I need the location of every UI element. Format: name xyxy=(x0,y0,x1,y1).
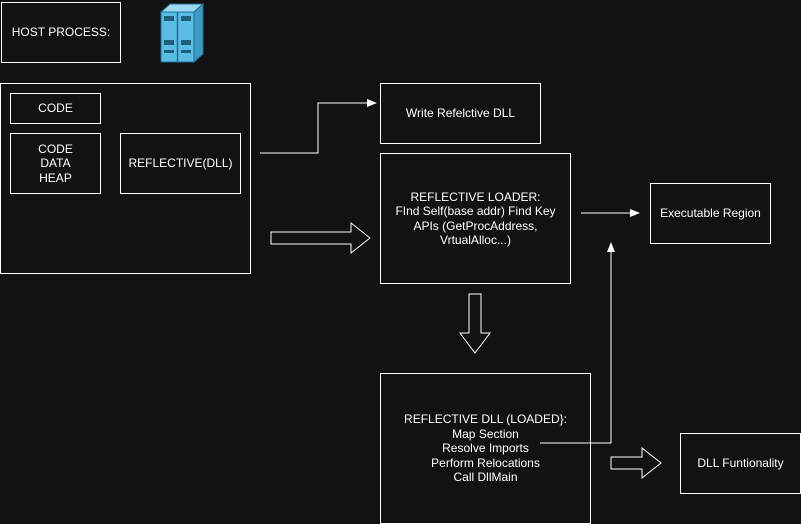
write-connector-arrow xyxy=(260,99,377,154)
loader-block-arrow xyxy=(270,221,371,255)
code-box-label: CODE xyxy=(38,101,73,116)
code-box: CODE xyxy=(10,93,101,124)
executable-region-box: Executable Region xyxy=(650,183,771,244)
write-dll-box: Write Refelctive DLL xyxy=(380,83,541,144)
code-data-heap-box: CODE DATA HEAP xyxy=(10,133,101,194)
executable-region-label: Executable Region xyxy=(660,206,761,221)
dll-functionality-label: DLL Funtionality xyxy=(697,456,784,471)
reflective-dll-loaded-box: REFLECTIVE DLL (LOADED}: Map Section Res… xyxy=(380,373,591,524)
dll-functionality-box: DLL Funtionality xyxy=(680,433,801,494)
loaded-block-arrow xyxy=(459,293,491,354)
reflective-dll-label: REFLECTIVE(DLL) xyxy=(128,156,233,171)
reflective-dll-box: REFLECTIVE(DLL) xyxy=(120,133,241,194)
write-dll-label: Write Refelctive DLL xyxy=(405,106,516,121)
code-data-heap-label: CODE DATA HEAP xyxy=(38,141,73,185)
host-memory-container xyxy=(0,83,251,274)
host-process-text: HOST PROCESS: xyxy=(11,25,111,40)
host-process-label: HOST PROCESS: xyxy=(1,2,121,63)
loaded-to-executable-arrow xyxy=(540,242,615,444)
reflective-loader-label: REFLECTIVE LOADER: FInd Self(base addr) … xyxy=(395,189,556,248)
functionality-block-arrow xyxy=(610,446,662,480)
reflective-dll-loaded-label: REFLECTIVE DLL (LOADED}: Map Section Res… xyxy=(404,412,567,485)
reflective-loader-box: REFLECTIVE LOADER: FInd Self(base addr) … xyxy=(380,153,571,284)
server-icon xyxy=(159,2,205,64)
